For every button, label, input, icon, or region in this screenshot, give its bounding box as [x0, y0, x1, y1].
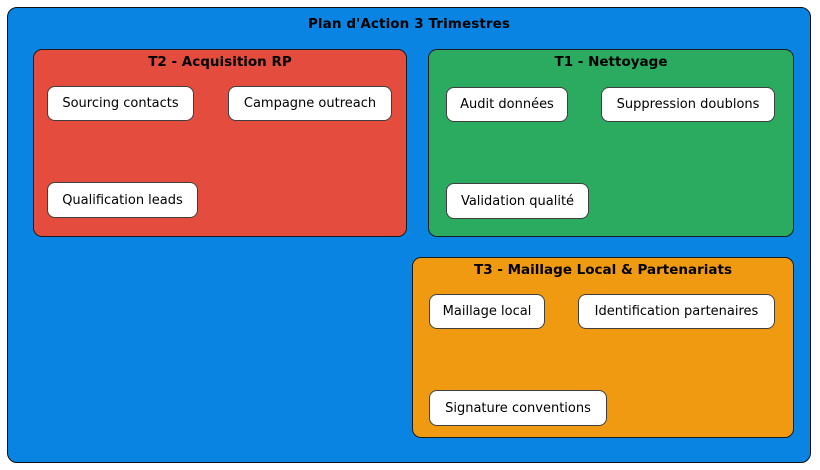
task-card-qualification-leads: Qualification leads: [47, 182, 198, 218]
task-card-identification-partenaires: Identification partenaires: [578, 294, 775, 329]
diagram-title: Plan d'Action 3 Trimestres: [307, 16, 511, 32]
task-card-signature-conventions: Signature conventions: [429, 390, 607, 426]
plan-container: Plan d'Action 3 Trimestres T2 - Acquisit…: [7, 7, 811, 463]
panel-t1-title: T1 - Nettoyage: [554, 54, 668, 70]
panel-t3-title: T3 - Maillage Local & Partenariats: [474, 262, 732, 278]
task-card-maillage-local: Maillage local: [429, 294, 545, 329]
task-card-campagne-outreach: Campagne outreach: [228, 86, 392, 121]
task-card-sourcing-contacts: Sourcing contacts: [47, 86, 194, 121]
panel-t2-acquisition-rp: T2 - Acquisition RP Sourcing contacts Ca…: [33, 49, 407, 237]
panel-t3-maillage-local-partenariats: T3 - Maillage Local & Partenariats Maill…: [412, 257, 794, 438]
task-card-suppression-doublons: Suppression doublons: [601, 87, 775, 122]
task-card-validation-qualite: Validation qualité: [446, 183, 589, 219]
panel-t2-title: T2 - Acquisition RP: [148, 54, 292, 70]
task-card-audit-donnees: Audit données: [446, 87, 568, 122]
panel-t1-nettoyage: T1 - Nettoyage Audit données Suppression…: [428, 49, 794, 237]
